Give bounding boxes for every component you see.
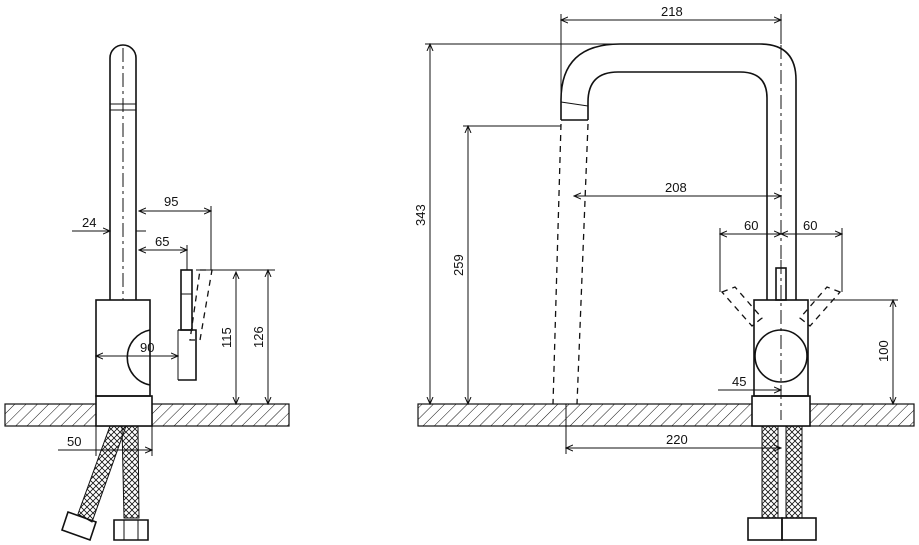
- dim-220: 220: [666, 432, 688, 447]
- side-view: 24 95 65 90 115 126 50: [4, 44, 290, 542]
- hose-left: [77, 425, 127, 523]
- side-handle: [180, 269, 193, 331]
- dim-218: 218: [661, 4, 683, 19]
- hose-front-left: [761, 425, 779, 519]
- side-body: [95, 299, 151, 397]
- nut-front-left: [747, 517, 783, 541]
- base-flange: [95, 395, 153, 427]
- front-view: 218 343 259 208 60 60 100 45 220: [413, 4, 915, 541]
- dim-259: 259: [451, 254, 466, 276]
- dim-65: 65: [155, 234, 169, 249]
- dim-24: 24: [82, 215, 96, 230]
- dim-50: 50: [67, 434, 81, 449]
- dim-60-left: 60: [744, 218, 758, 233]
- hose-right: [121, 425, 140, 519]
- dim-60-right: 60: [803, 218, 817, 233]
- dim-208: 208: [665, 180, 687, 195]
- nut-right: [113, 519, 149, 541]
- nut-left: [60, 510, 98, 542]
- dim-126: 126: [251, 326, 266, 348]
- nut-front-right: [781, 517, 817, 541]
- dim-45: 45: [732, 374, 746, 389]
- dim-100: 100: [876, 340, 891, 362]
- dim-115: 115: [219, 327, 234, 348]
- side-spout: [109, 44, 137, 300]
- dim-95: 95: [164, 194, 178, 209]
- dim-343: 343: [413, 204, 428, 226]
- dim-90: 90: [140, 340, 154, 355]
- front-spout: [560, 43, 797, 300]
- countertop-right: [417, 403, 915, 427]
- hose-front-right: [785, 425, 803, 519]
